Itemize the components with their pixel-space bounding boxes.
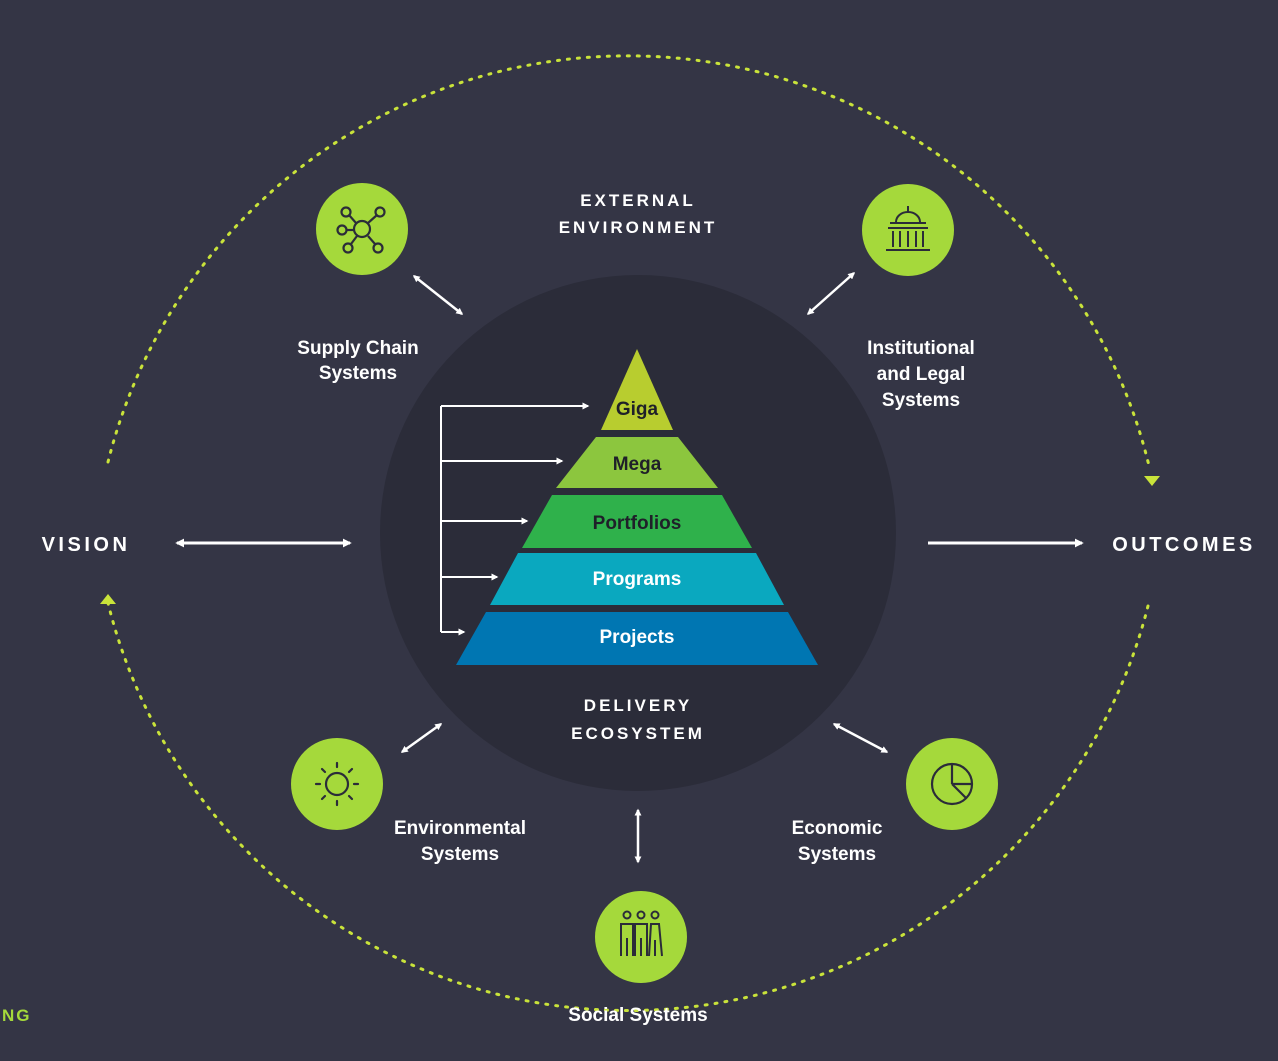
pyramid-label-giga: Giga [616,399,659,420]
supply-chain-icon-circle [316,183,408,275]
economic-label-line-1: Economic [792,818,883,839]
institutional-label-line-1: Institutional [867,338,975,359]
pyramid-tier-mega [556,437,718,488]
tier-bracket-arrows [440,402,590,636]
corner-label: NG [2,1006,32,1025]
pyramid-tier-giga [601,349,673,430]
pie-chart-icon [930,762,974,806]
environmental-connector [400,722,443,754]
delivery-heading-line-2: ECOSYSTEM [571,724,705,743]
institutional-node: Institutional and Legal Systems [862,184,975,411]
pyramid-tier-projects [456,612,818,665]
supply-chain-label-line-2: Systems [319,363,397,384]
supply-chain-connector [412,275,464,315]
economic-connector [832,722,889,754]
institutional-label-line-3: Systems [882,390,960,411]
network-icon [336,206,386,254]
pyramid-label-mega: Mega [613,454,662,475]
system-connectors [400,272,889,864]
pyramid-label-projects: Projects [600,627,675,648]
pyramid-tier-portfolios [522,495,752,548]
delivery-heading-line-1: DELIVERY [584,696,692,715]
pyramid-label-portfolios: Portfolios [593,513,682,534]
supply-chain-node: Supply Chain Systems [297,183,419,384]
sun-icon [314,761,360,807]
environmental-node: Environmental Systems [291,738,526,865]
environmental-label-line-2: Systems [421,844,499,865]
pyramid: Giga Mega Portfolios Programs Projects [456,349,818,665]
environmental-icon-circle [291,738,383,830]
dotted-arc-bottom [106,601,1150,1013]
cycle-arrowhead-right [1144,476,1160,486]
external-heading-line-2: ENVIRONMENT [559,218,718,237]
social-icon-circle [595,891,687,983]
supply-chain-label-line-1: Supply Chain [297,338,418,359]
vision-label: VISION [42,534,131,556]
environmental-label-line-1: Environmental [394,818,526,839]
outcomes-label: OUTCOMES [1112,534,1256,556]
economic-node: Economic Systems [792,738,998,865]
institutional-label-line-2: and Legal [877,364,966,385]
social-node: Social Systems [568,891,708,1026]
cycle-arrowhead-left [100,594,116,604]
people-icon [620,910,663,957]
economic-label-line-2: Systems [798,844,876,865]
government-building-icon [886,206,930,251]
outer-cycle [106,54,1152,1013]
institutional-connector [806,272,856,315]
social-label: Social Systems [568,1005,707,1026]
pyramid-label-programs: Programs [593,569,682,590]
external-heading-line-1: EXTERNAL [580,191,696,210]
institutional-icon-circle [862,184,954,276]
pyramid-tier-programs [490,553,784,605]
